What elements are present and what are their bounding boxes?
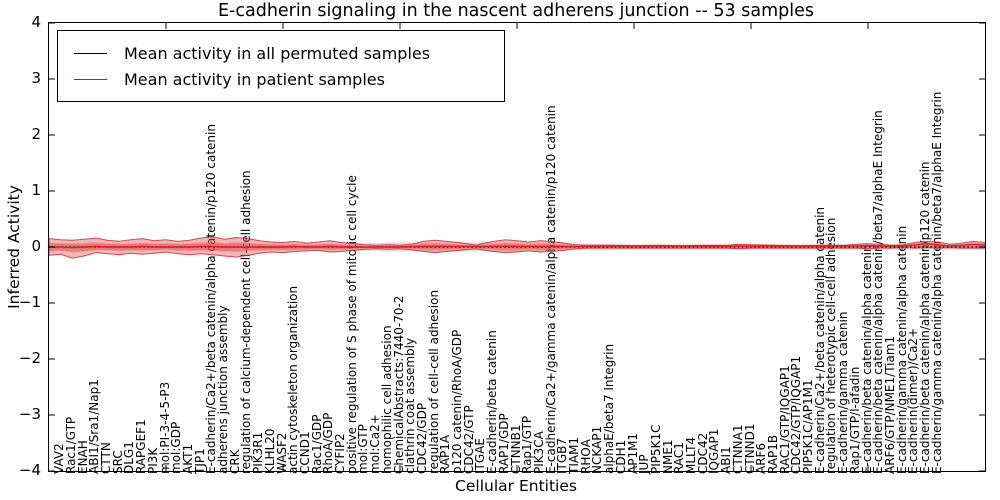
chart-title: E-cadherin signaling in the nascent adhe… xyxy=(218,1,814,21)
y-tick-label: 2 xyxy=(31,125,41,143)
plot-area xyxy=(48,22,986,472)
permuted-line-swatch xyxy=(74,52,107,54)
legend-item-permuted: Mean activity in all permuted samples xyxy=(72,40,504,66)
chart-canvas xyxy=(49,23,985,471)
y-tick-label: 4 xyxy=(31,13,41,31)
y-tick-label: −3 xyxy=(18,405,41,423)
legend: Mean activity in all permuted samples Me… xyxy=(57,30,505,102)
x-axis-label: Cellular Entities xyxy=(455,477,577,495)
y-tick-label: 3 xyxy=(31,69,41,87)
legend-label-patient: Mean activity in patient samples xyxy=(124,69,385,89)
y-tick-label: −4 xyxy=(18,461,41,479)
y-tick-label: 1 xyxy=(31,181,41,199)
y-tick-label: −1 xyxy=(18,293,41,311)
y-tick-label: 0 xyxy=(31,237,41,255)
y-tick-label: −2 xyxy=(18,349,41,367)
patient-line-swatch xyxy=(74,78,107,80)
legend-item-patient: Mean activity in patient samples xyxy=(72,66,504,92)
legend-label-permuted: Mean activity in all permuted samples xyxy=(124,43,431,63)
